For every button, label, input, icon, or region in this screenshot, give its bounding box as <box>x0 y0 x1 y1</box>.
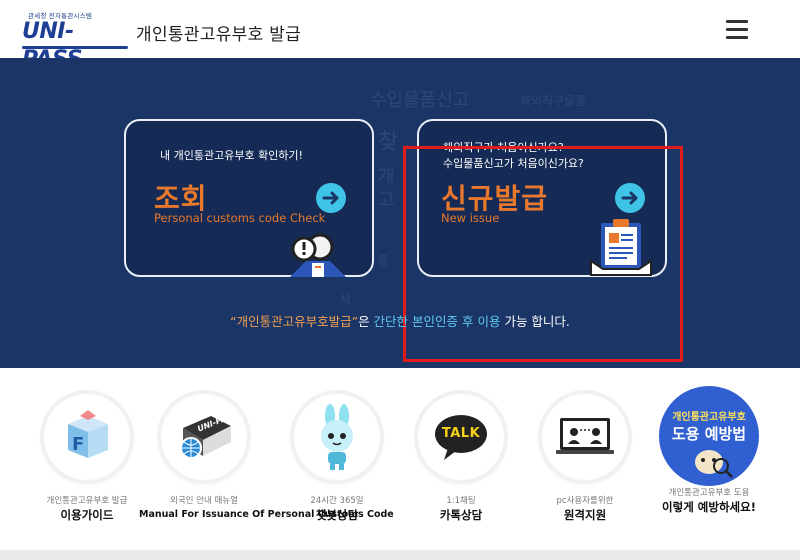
logo-subtitle: 관세청 전자통관시스템 <box>28 12 93 20</box>
service-label: 이렇게 예방하세요! <box>662 500 756 514</box>
kakaotalk-badge-text: TALK <box>441 426 481 441</box>
background-text: 통 <box>378 254 390 268</box>
service-prevention[interactable]: 개인통관고유부호 도용 예방법 개인통관고유부호 도용 이렇게 예방하세요! <box>644 386 774 514</box>
card-new-english: New issue <box>441 211 500 225</box>
note-emphasis: 간단한 본인인증 후 이용 <box>373 314 501 329</box>
service-caption: 개인통관고유부호 발급 <box>46 496 128 506</box>
arrow-right-icon[interactable] <box>615 183 645 213</box>
logo-swoosh <box>22 46 128 49</box>
note-text: 은 <box>358 314 374 329</box>
service-usage-guide[interactable]: F 개인통관고유부호 발급 이용가이드 <box>22 394 152 522</box>
service-label: 챗봇상담 <box>315 508 359 522</box>
service-list: F 개인통관고유부호 발급 이용가이드 UNI-PASS 외국인 안내 매뉴얼 … <box>0 368 800 560</box>
background-text: 찾 <box>378 130 399 155</box>
service-caption: 1:1채팅 <box>446 496 476 506</box>
card-check-subtitle: 내 개인통관고유부호 확인하기! <box>160 149 303 162</box>
card-new-subtitle-2: 수입물품신고가 처음이신가요? <box>443 157 584 170</box>
card-check-title: 조회 <box>154 182 208 215</box>
guide-box-icon: F <box>44 394 130 480</box>
service-caption: 개인통관고유부호 도용 <box>668 488 750 498</box>
service-remote-support[interactable]: pc사용자를위한 원격지원 <box>520 394 650 522</box>
service-label: Manual For Issuance Of Personal Customs … <box>139 509 394 520</box>
background-text: 개 <box>378 166 395 187</box>
note-text-end: 가능 합니다. <box>500 314 570 329</box>
document-clipboard-icon <box>589 217 653 277</box>
card-new-issue[interactable]: 해외직구가 처음이신가요? 수입물품신고가 처음이신가요? 신규발급 New i… <box>417 119 667 277</box>
service-caption: 24시간 365일 <box>310 496 364 506</box>
service-caption: pc사용자를위한 <box>556 496 614 506</box>
arrow-right-icon[interactable] <box>316 183 346 213</box>
service-label: 카톡상담 <box>439 508 483 522</box>
service-kakaotalk[interactable]: TALK 1:1채팅 카톡상담 <box>396 394 526 522</box>
manual-book-icon: UNI-PASS <box>161 394 247 480</box>
card-new-title: 신규발급 <box>441 182 549 215</box>
service-caption: 외국인 안내 매뉴얼 <box>170 496 238 506</box>
page-title: 개인통관고유부호 발급 <box>136 25 302 45</box>
card-check-english: Personal customs code Check <box>154 211 326 225</box>
kakaotalk-icon: TALK <box>418 394 504 480</box>
remote-support-icon <box>542 394 628 480</box>
chatbot-icon <box>294 394 380 480</box>
svg-text:F: F <box>72 434 84 455</box>
hero-note: “개인통관고유부호발급”은 간단한 본인인증 후 이용 가능 합니다. <box>0 311 800 330</box>
card-personal-code-check[interactable]: 내 개인통관고유부호 확인하기! 조회 Personal customs cod… <box>124 119 374 277</box>
hamburger-menu-icon[interactable] <box>726 20 748 40</box>
prevention-badge-line2: 도용 예방법 <box>671 425 747 443</box>
background-text: 해외직구물품 <box>520 94 587 108</box>
magnifier-person-icon <box>286 229 350 277</box>
prevention-badge-line1: 개인통관고유부호 <box>672 412 746 423</box>
service-chatbot[interactable]: 24시간 365일 챗봇상담 <box>272 394 402 522</box>
footer-bar <box>0 550 800 560</box>
service-foreigner-manual[interactable]: UNI-PASS 외국인 안내 매뉴얼 Manual For Issuance … <box>139 394 394 520</box>
background-text: 고 <box>378 190 395 211</box>
service-label: 이용가이드 <box>60 508 114 522</box>
hero-banner: 수입물품신고 해외직구물품 찾 개 고 통 세 내 개인통관고유부호 확인하기!… <box>0 58 800 368</box>
background-text: 세 <box>340 292 352 306</box>
background-text: 수입물품신고 <box>370 90 470 111</box>
header: 관세청 전자통관시스템 UNI-PASS 개인통관고유부호 발급 <box>0 0 800 72</box>
card-new-subtitle-1: 해외직구가 처음이신가요? <box>443 141 564 154</box>
service-label: 원격지원 <box>563 508 607 522</box>
note-highlight: “개인통관고유부호발급” <box>230 314 359 329</box>
uni-pass-logo[interactable]: 관세청 전자통관시스템 UNI-PASS <box>22 10 130 72</box>
prevention-icon: 개인통관고유부호 도용 예방법 <box>659 386 759 486</box>
